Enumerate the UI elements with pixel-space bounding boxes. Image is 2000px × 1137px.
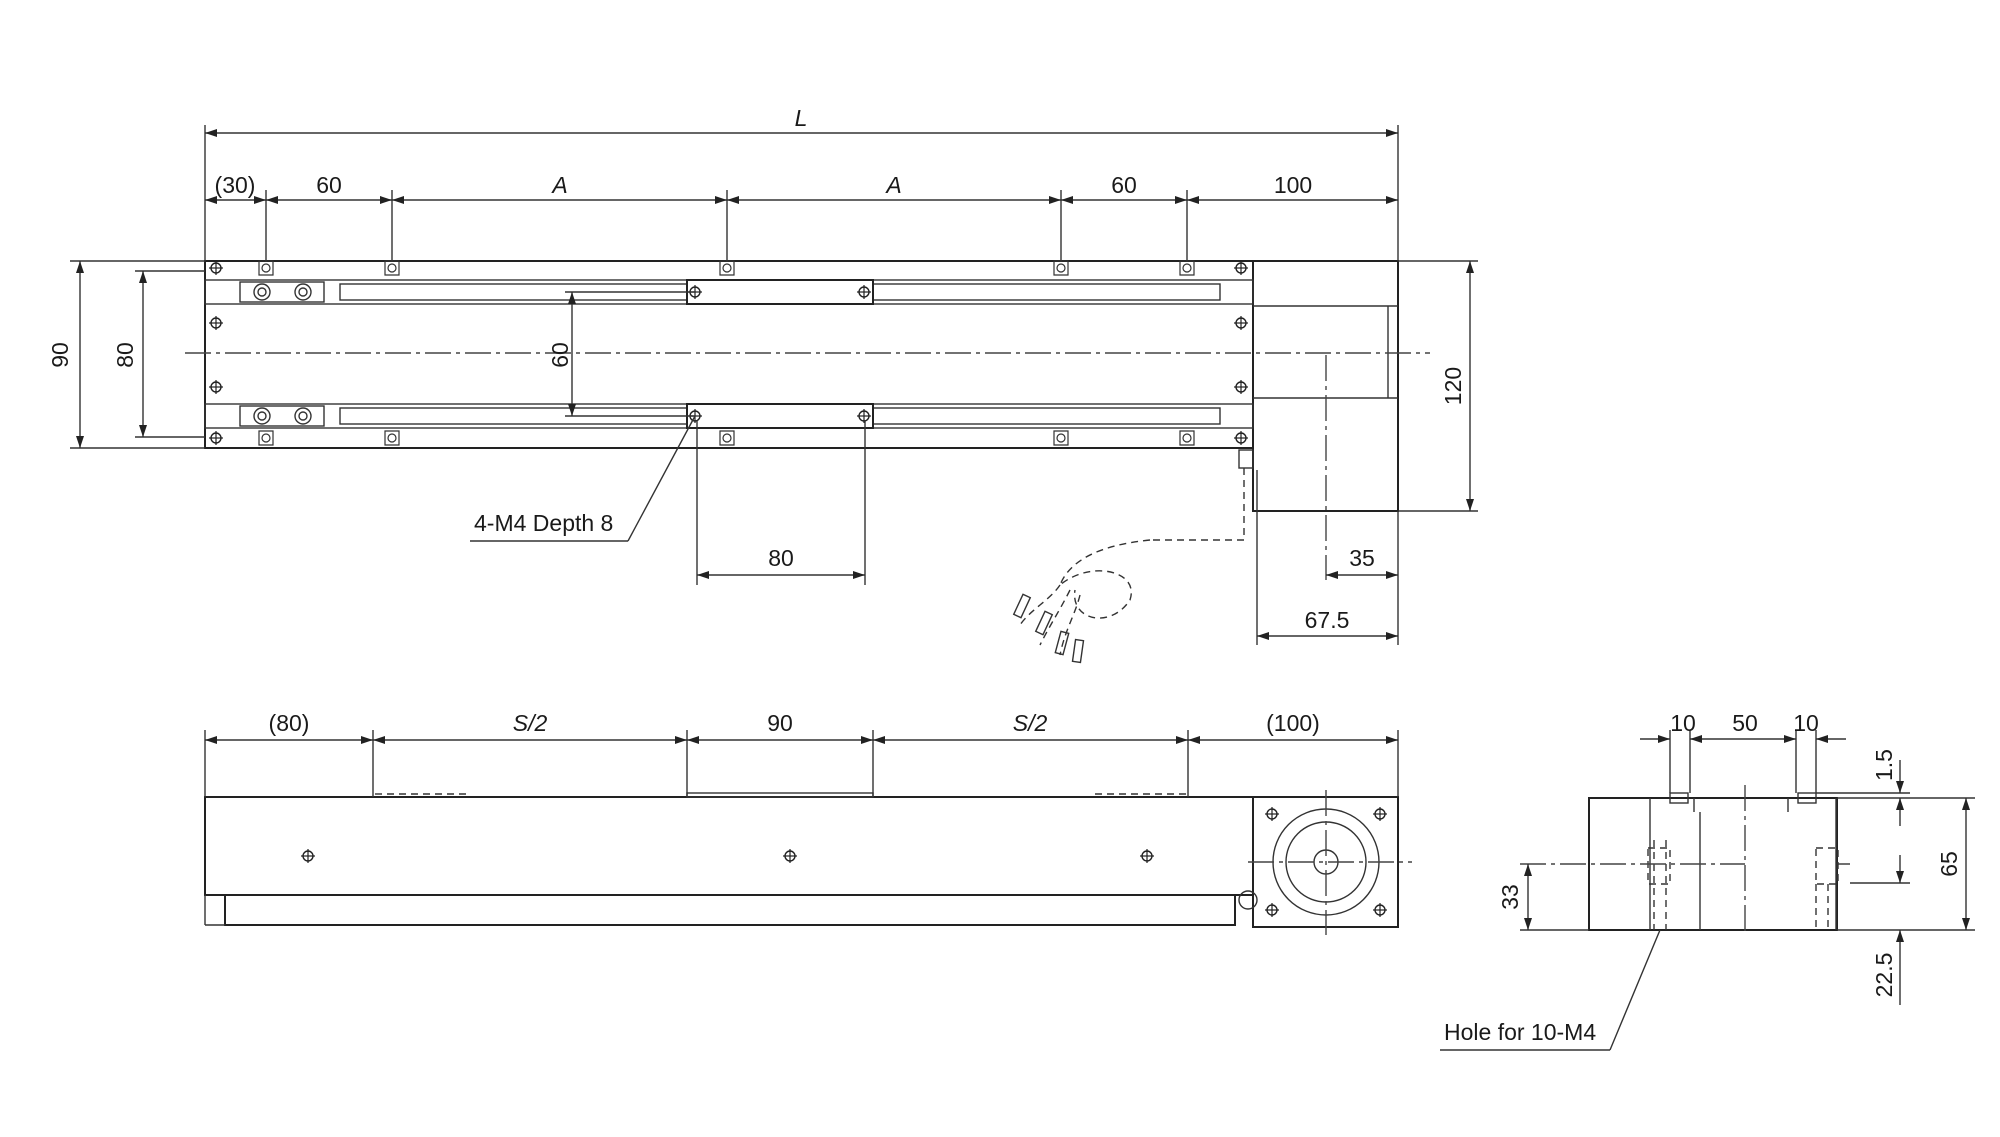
- dim-seg-1: (30): [215, 172, 256, 198]
- end-dim-height: 65: [1936, 851, 1962, 877]
- dim-seg-4: A: [884, 172, 901, 198]
- dim-overall-length: L: [795, 105, 808, 131]
- end-dim-left: 10: [1670, 710, 1696, 736]
- side-dim-4: S/2: [1013, 710, 1048, 736]
- dim-motor-offset: 35: [1349, 545, 1375, 571]
- dim-motor-width: 67.5: [1305, 607, 1350, 633]
- table-upper: [686, 279, 874, 305]
- dim-seg-2: 60: [316, 172, 342, 198]
- dim-rail-pitch: 60: [547, 342, 573, 368]
- dim-seg-6: 100: [1274, 172, 1312, 198]
- end-hole-label: Hole for 10-M4: [1444, 1019, 1596, 1045]
- table-lower: [686, 403, 874, 429]
- side-dim-5: (100): [1266, 710, 1320, 736]
- end-dim-clearance: 1.5: [1871, 749, 1897, 781]
- side-dim-3: 90: [767, 710, 793, 736]
- dim-seg-3: A: [550, 172, 567, 198]
- end-dim-right: 10: [1793, 710, 1819, 736]
- top-view: L (30) 60 A A 60 100 90 80 60: [47, 105, 1478, 664]
- end-dim-center: 50: [1732, 710, 1758, 736]
- dim-height-outer: 90: [47, 342, 73, 368]
- side-dim-1: (80): [269, 710, 310, 736]
- mount-hole-label: 4-M4 Depth 8: [474, 510, 613, 536]
- end-dim-center-height: 33: [1497, 884, 1523, 910]
- dim-table-pitch: 80: [768, 545, 794, 571]
- end-dim-bottom: 22.5: [1871, 953, 1897, 998]
- dim-seg-5: 60: [1111, 172, 1137, 198]
- end-view: 10 50 10 1.5 65 22.5 33 Hole for 10-M4: [1440, 710, 1975, 1051]
- side-dim-2: S/2: [513, 710, 548, 736]
- side-view: (80) S/2 90 S/2 (100): [204, 710, 1412, 935]
- dim-height-inner: 80: [112, 342, 138, 368]
- dim-motor-height: 120: [1440, 367, 1466, 405]
- actuator-body-side: [204, 796, 1254, 896]
